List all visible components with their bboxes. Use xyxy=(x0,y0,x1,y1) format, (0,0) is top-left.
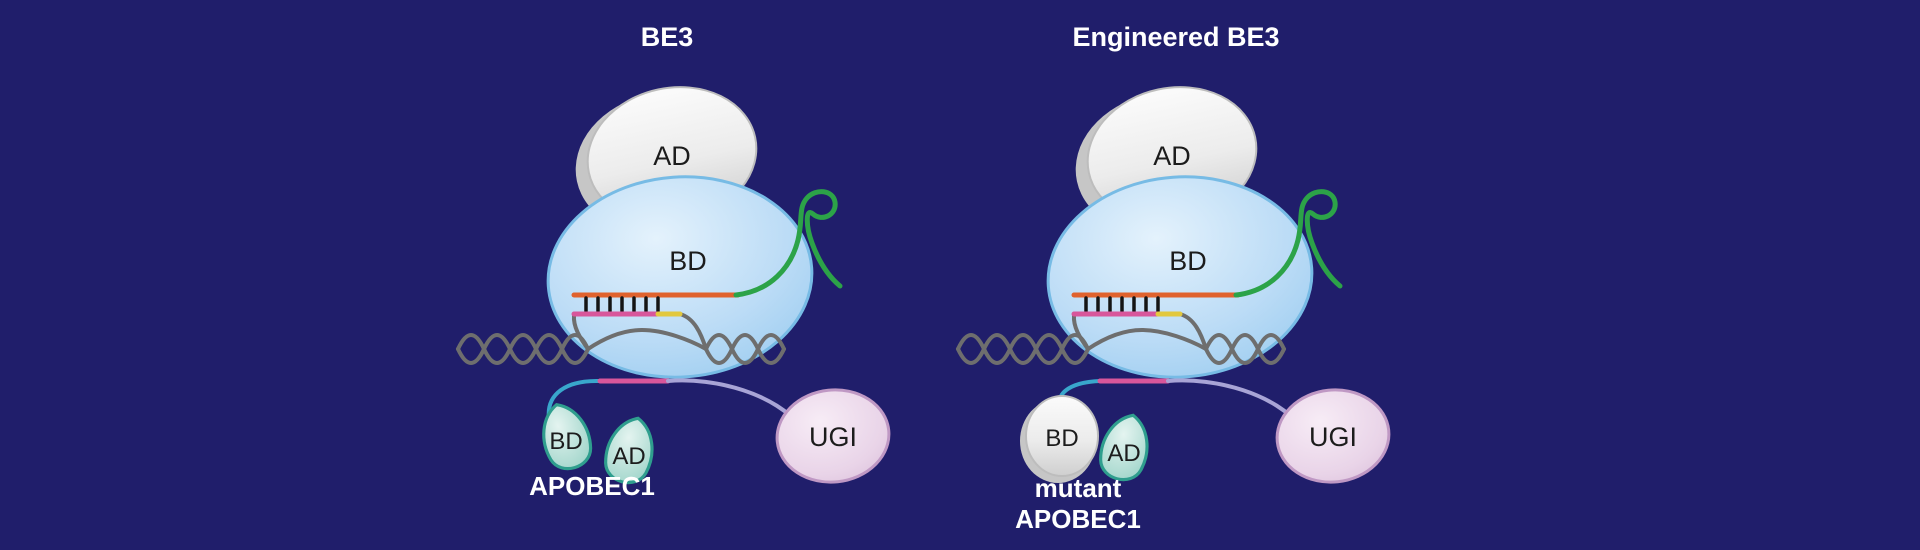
sgrna-scaffold-loop xyxy=(733,189,843,298)
sgrna-scaffold-loop xyxy=(1233,189,1343,298)
dna-strand-bottom-right xyxy=(1178,312,1208,351)
dna-strand-bottom-right xyxy=(678,312,708,351)
dna-helix xyxy=(956,312,1286,365)
cas9-ad-label: AD xyxy=(1153,141,1191,171)
base-pair-ticks xyxy=(584,296,660,313)
apobec-ad-leaf xyxy=(1099,413,1149,482)
apobec-ad-label: AD xyxy=(612,443,645,470)
apobec-bd-label: BD xyxy=(549,428,582,455)
apobec-bd-leaf xyxy=(542,403,593,471)
ugi-shape xyxy=(1275,388,1391,484)
dna-strand-wave xyxy=(1204,333,1286,365)
engineered-be3-diagram: Engineered BE3 AD BD xyxy=(956,22,1391,534)
dna-strand-wave xyxy=(956,333,1090,365)
apobec-bd-label: BD xyxy=(1045,425,1078,452)
dna-strand-top xyxy=(586,327,708,351)
cas9-bd-shape xyxy=(1046,175,1314,379)
be3-title: BE3 xyxy=(641,22,694,52)
cas9-bd-shape xyxy=(546,175,814,379)
apobec-bd-leaf-shape xyxy=(542,403,593,471)
dna-strand-wave xyxy=(704,333,786,365)
ugi-label: UGI xyxy=(809,422,857,452)
ugi-shape xyxy=(775,388,891,484)
apobec-name: APOBEC1 xyxy=(529,471,655,501)
apobec-bd-mutant-shape xyxy=(1025,395,1099,477)
ugi-label: UGI xyxy=(1309,422,1357,452)
apobec-ad-leaf xyxy=(604,416,654,485)
dna-strand-top xyxy=(1086,327,1208,351)
dna-strand-bottom-left xyxy=(571,313,590,351)
apobec-ad-label: AD xyxy=(1107,440,1140,467)
dna-helix xyxy=(456,312,786,365)
dna-strand-wave xyxy=(704,333,786,365)
dna-strand-wave xyxy=(956,333,1090,365)
cas9-ad-label: AD xyxy=(653,141,691,171)
engineered-be3-title: Engineered BE3 xyxy=(1072,22,1279,52)
base-pair-ticks xyxy=(1084,296,1160,313)
dna-strand-bottom-left xyxy=(1071,313,1090,351)
dna-strand-wave xyxy=(456,333,590,365)
dna-strand-wave xyxy=(456,333,590,365)
apobec-name-line2: APOBEC1 xyxy=(1015,504,1141,534)
be3-diagram: BE3 AD BD xyxy=(456,22,891,501)
apobec-ad-leaf-shape xyxy=(604,416,654,485)
apobec-ad-leaf-shape xyxy=(1099,413,1149,482)
cas9-bd-label: BD xyxy=(1169,246,1207,276)
cas9-bd-label: BD xyxy=(669,246,707,276)
apobec-name-line1: mutant xyxy=(1035,473,1122,503)
dna-strand-wave xyxy=(1204,333,1286,365)
